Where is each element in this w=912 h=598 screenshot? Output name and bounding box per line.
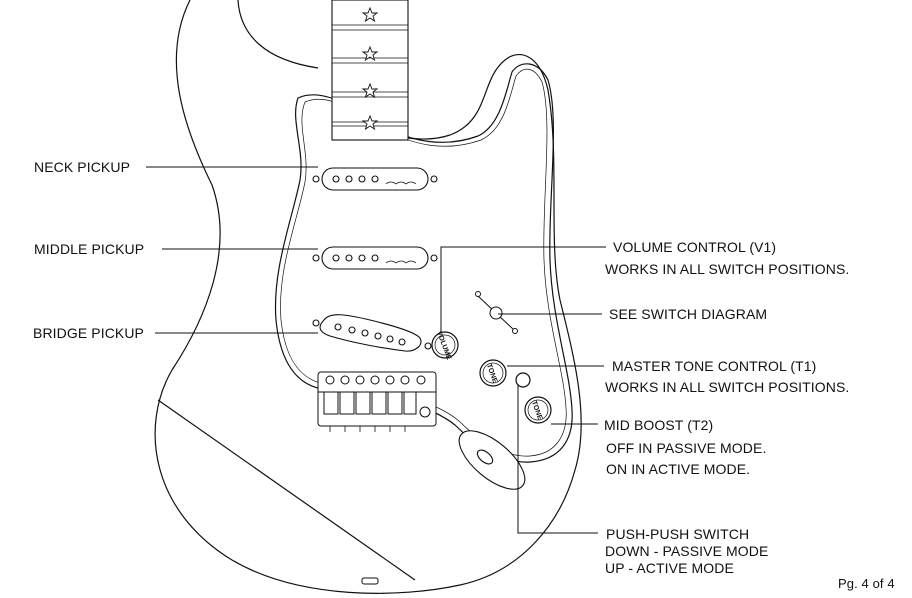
label-push-switch-note1: DOWN - PASSIVE MODE — [605, 543, 769, 559]
label-mid-boost-note2: ON IN ACTIVE MODE. — [606, 461, 751, 477]
fret-marker-stars — [361, 6, 379, 131]
pickguard-outline — [274, 63, 573, 463]
fret-star-4 — [361, 114, 379, 131]
volume-knob — [431, 331, 459, 359]
strap-pin — [361, 577, 379, 585]
label-bridge-pickup: BRIDGE PICKUP — [33, 325, 144, 341]
leader-push — [517, 384, 598, 534]
tone-knob-2 — [524, 396, 552, 424]
label-master-tone-note: WORKS IN ALL SWITCH POSITIONS. — [605, 379, 850, 395]
label-volume-control: VOLUME CONTROL (V1) — [613, 239, 777, 255]
push-push-switch — [515, 372, 531, 388]
neck-pickup — [312, 167, 438, 191]
label-volume-note: WORKS IN ALL SWITCH POSITIONS. — [605, 261, 850, 277]
guitar-body-outline — [154, 0, 582, 594]
output-jack — [458, 430, 526, 490]
pickguard-inner-line — [280, 68, 567, 457]
label-neck-pickup: NECK PICKUP — [34, 159, 131, 175]
page-number: Pg. 4 of 4 — [838, 576, 895, 591]
fret-star-3 — [361, 82, 379, 99]
label-push-switch: PUSH-PUSH SWITCH — [606, 526, 750, 542]
label-push-switch-note2: UP - ACTIVE MODE — [605, 560, 734, 576]
label-master-tone: MASTER TONE CONTROL (T1) — [612, 358, 817, 374]
label-mid-boost: MID BOOST (T2) — [604, 417, 714, 433]
label-mid-boost-note1: OFF IN PASSIVE MODE. — [606, 440, 767, 456]
label-switch-diagram: SEE SWITCH DIAGRAM — [609, 306, 768, 322]
selector-switch — [475, 291, 518, 334]
upper-horn-outline — [237, 0, 319, 69]
bridge-pickup — [312, 314, 432, 352]
fret-star-2 — [361, 45, 379, 62]
fret-star-1 — [361, 6, 379, 23]
label-middle-pickup: MIDDLE PICKUP — [34, 241, 145, 257]
tone-knob-1 — [479, 359, 507, 387]
body-diagonal-line — [157, 399, 416, 581]
tremolo-bridge — [317, 371, 437, 432]
guitar-neck — [331, 0, 409, 141]
leader-volume — [440, 246, 606, 331]
middle-pickup — [312, 246, 438, 270]
